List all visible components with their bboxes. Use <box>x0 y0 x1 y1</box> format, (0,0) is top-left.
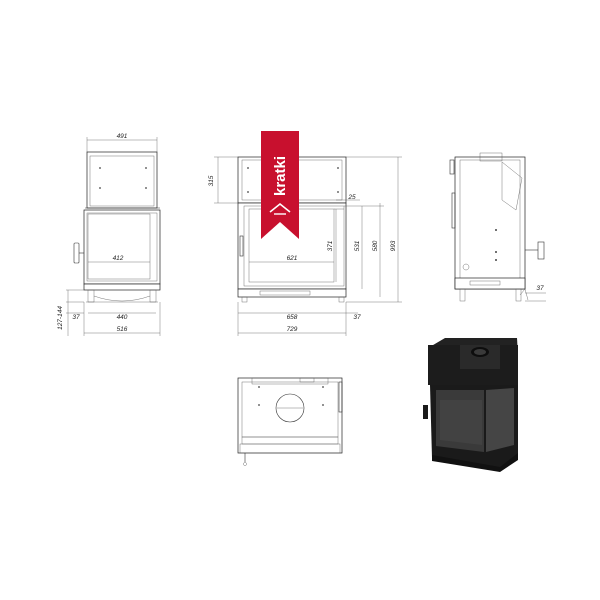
kratki-logo: kratki <box>261 131 299 239</box>
dim-front-door-width: 412 <box>113 255 124 262</box>
dim-center-total-height: 993 <box>390 240 397 251</box>
top-view <box>237 377 343 466</box>
dim-center-total-width: 729 <box>287 326 298 333</box>
dim-front-outer-width: 516 <box>117 326 128 333</box>
dim-center-door-height: 580 <box>372 240 379 251</box>
dim-front-base-width: 440 <box>117 314 128 321</box>
dim-center-top-height: 315 <box>208 175 215 186</box>
logo-banner <box>261 131 299 239</box>
fireplace-render <box>423 338 518 472</box>
dim-center-outer-width: 658 <box>287 314 298 321</box>
dim-center-glass-offset: 25 <box>347 194 356 201</box>
dim-center-opening-height: 531 <box>354 240 361 251</box>
render-handle <box>423 405 428 419</box>
dim-front-top-width: 491 <box>117 133 128 140</box>
dim-center-glass-height: 371 <box>327 240 334 251</box>
render-glass-side <box>486 388 514 452</box>
dim-center-inner-width: 621 <box>287 255 298 262</box>
dim-side-bottom-offset: 37 <box>536 285 544 292</box>
center-view: 315 621 658 37 729 25 371 531 580 993 <box>208 156 402 336</box>
dim-front-leg-height: 127-144 <box>57 306 64 330</box>
dim-center-right-offset: 37 <box>353 314 361 321</box>
dim-front-foot-offset: 37 <box>72 314 80 321</box>
logo-notch <box>261 222 299 239</box>
logo-text: kratki <box>272 156 289 196</box>
front-view: 491 412 37 440 516 127-144 <box>57 133 161 336</box>
side-view: 37 <box>449 152 546 302</box>
